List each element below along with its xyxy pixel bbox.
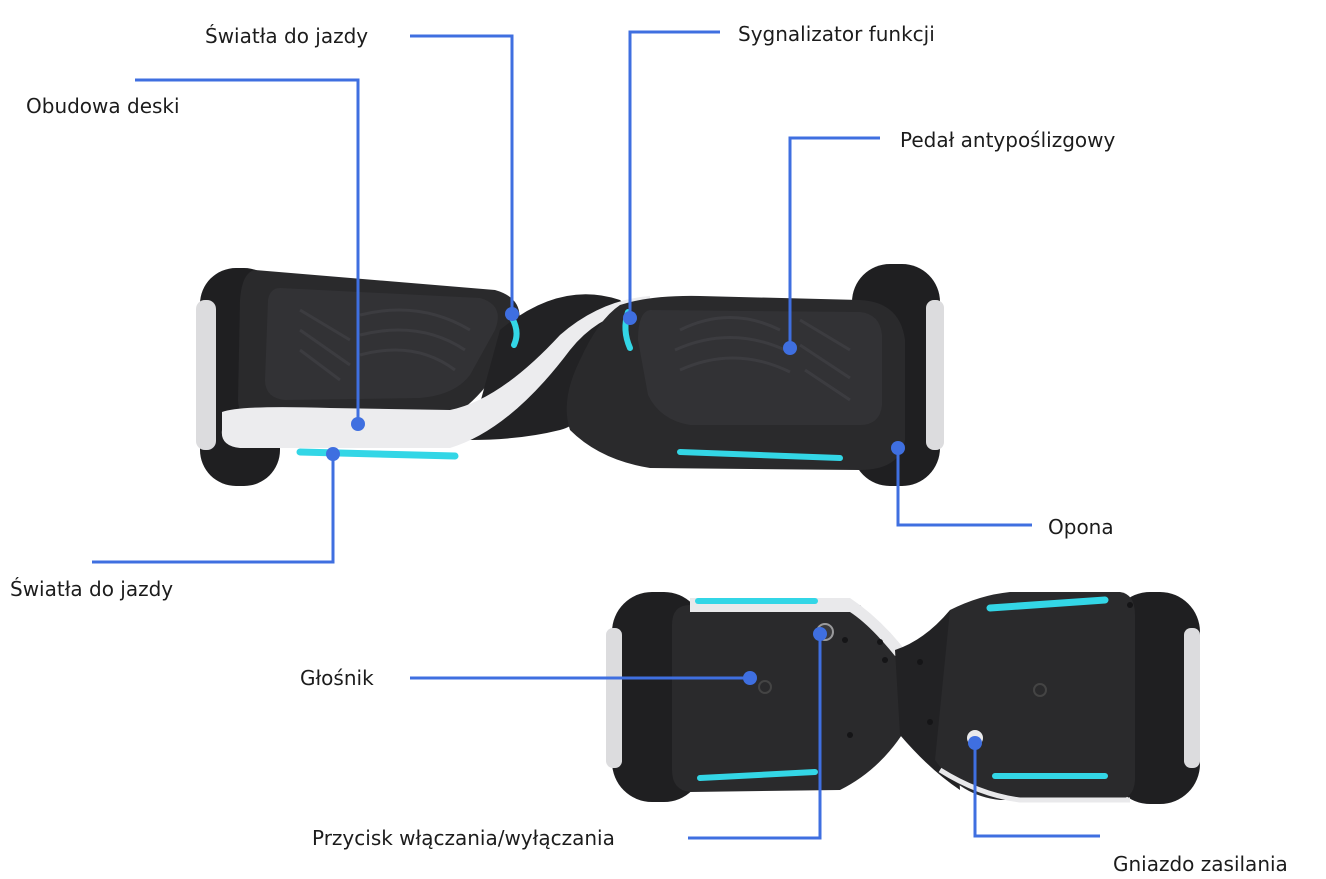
leader-tire	[896, 448, 1032, 527]
leader-function-indicator	[628, 30, 720, 318]
leader-lines	[92, 30, 1100, 840]
label-speaker: Głośnik	[300, 666, 374, 690]
right-wheel-rim	[926, 300, 944, 450]
leader-board-housing	[135, 78, 360, 424]
label-power-socket: Gniazdo zasilania	[1113, 852, 1288, 876]
side-right-wheel-rim	[1184, 628, 1200, 768]
leader-anti-slip-pedal	[788, 136, 880, 348]
right-speaker-grille	[1033, 683, 1047, 697]
hoverboard-top-view	[196, 264, 944, 486]
dot-tire	[891, 441, 905, 455]
side-screws	[842, 602, 1133, 738]
label-driving-lights-top: Światła do jazdy	[205, 24, 369, 48]
label-driving-lights-bottom: Światła do jazdy	[10, 577, 174, 601]
leader-power-button	[688, 634, 822, 840]
leader-driving-lights-top	[410, 34, 514, 314]
speaker-grille	[758, 680, 772, 694]
label-power-button: Przycisk włączania/wyłączania	[312, 826, 615, 850]
dot-function-indicator	[623, 311, 637, 325]
dot-power-button	[813, 627, 827, 641]
hoverboard-side-view	[606, 592, 1200, 804]
side-bottom-left-light	[697, 769, 818, 781]
dot-speaker	[743, 671, 757, 685]
leader-driving-lights-bottom	[92, 454, 335, 564]
left-pedal-texture	[299, 308, 471, 382]
right-anti-slip-pedal	[638, 310, 882, 425]
board-housing-trim	[221, 296, 650, 448]
side-left-housing	[672, 605, 905, 792]
label-tire: Opona	[1048, 515, 1114, 539]
left-wheel-rim	[196, 300, 216, 450]
side-top-trim	[690, 598, 905, 656]
side-bottom-trim	[938, 767, 1130, 803]
dot-power-socket	[968, 736, 982, 750]
label-board-housing: Obudowa deski	[26, 94, 180, 118]
label-anti-slip-pedal: Pedał antypoślizgowy	[900, 128, 1116, 152]
leader-power-socket	[973, 743, 1100, 838]
dot-driving-lights-top	[505, 307, 519, 321]
right-front-driving-light	[677, 449, 843, 461]
left-front-driving-light	[296, 448, 459, 460]
side-left-wheel-rim	[606, 628, 622, 768]
dot-board-housing	[351, 417, 365, 431]
side-right-housing	[935, 592, 1135, 800]
side-right-light	[986, 596, 1109, 612]
leader-dots	[326, 307, 982, 750]
dot-driving-lights-bottom	[326, 447, 340, 461]
right-pedal-texture	[674, 316, 851, 402]
label-function-indicator: Sygnalizator funkcji	[738, 22, 935, 46]
dot-anti-slip-pedal	[783, 341, 797, 355]
